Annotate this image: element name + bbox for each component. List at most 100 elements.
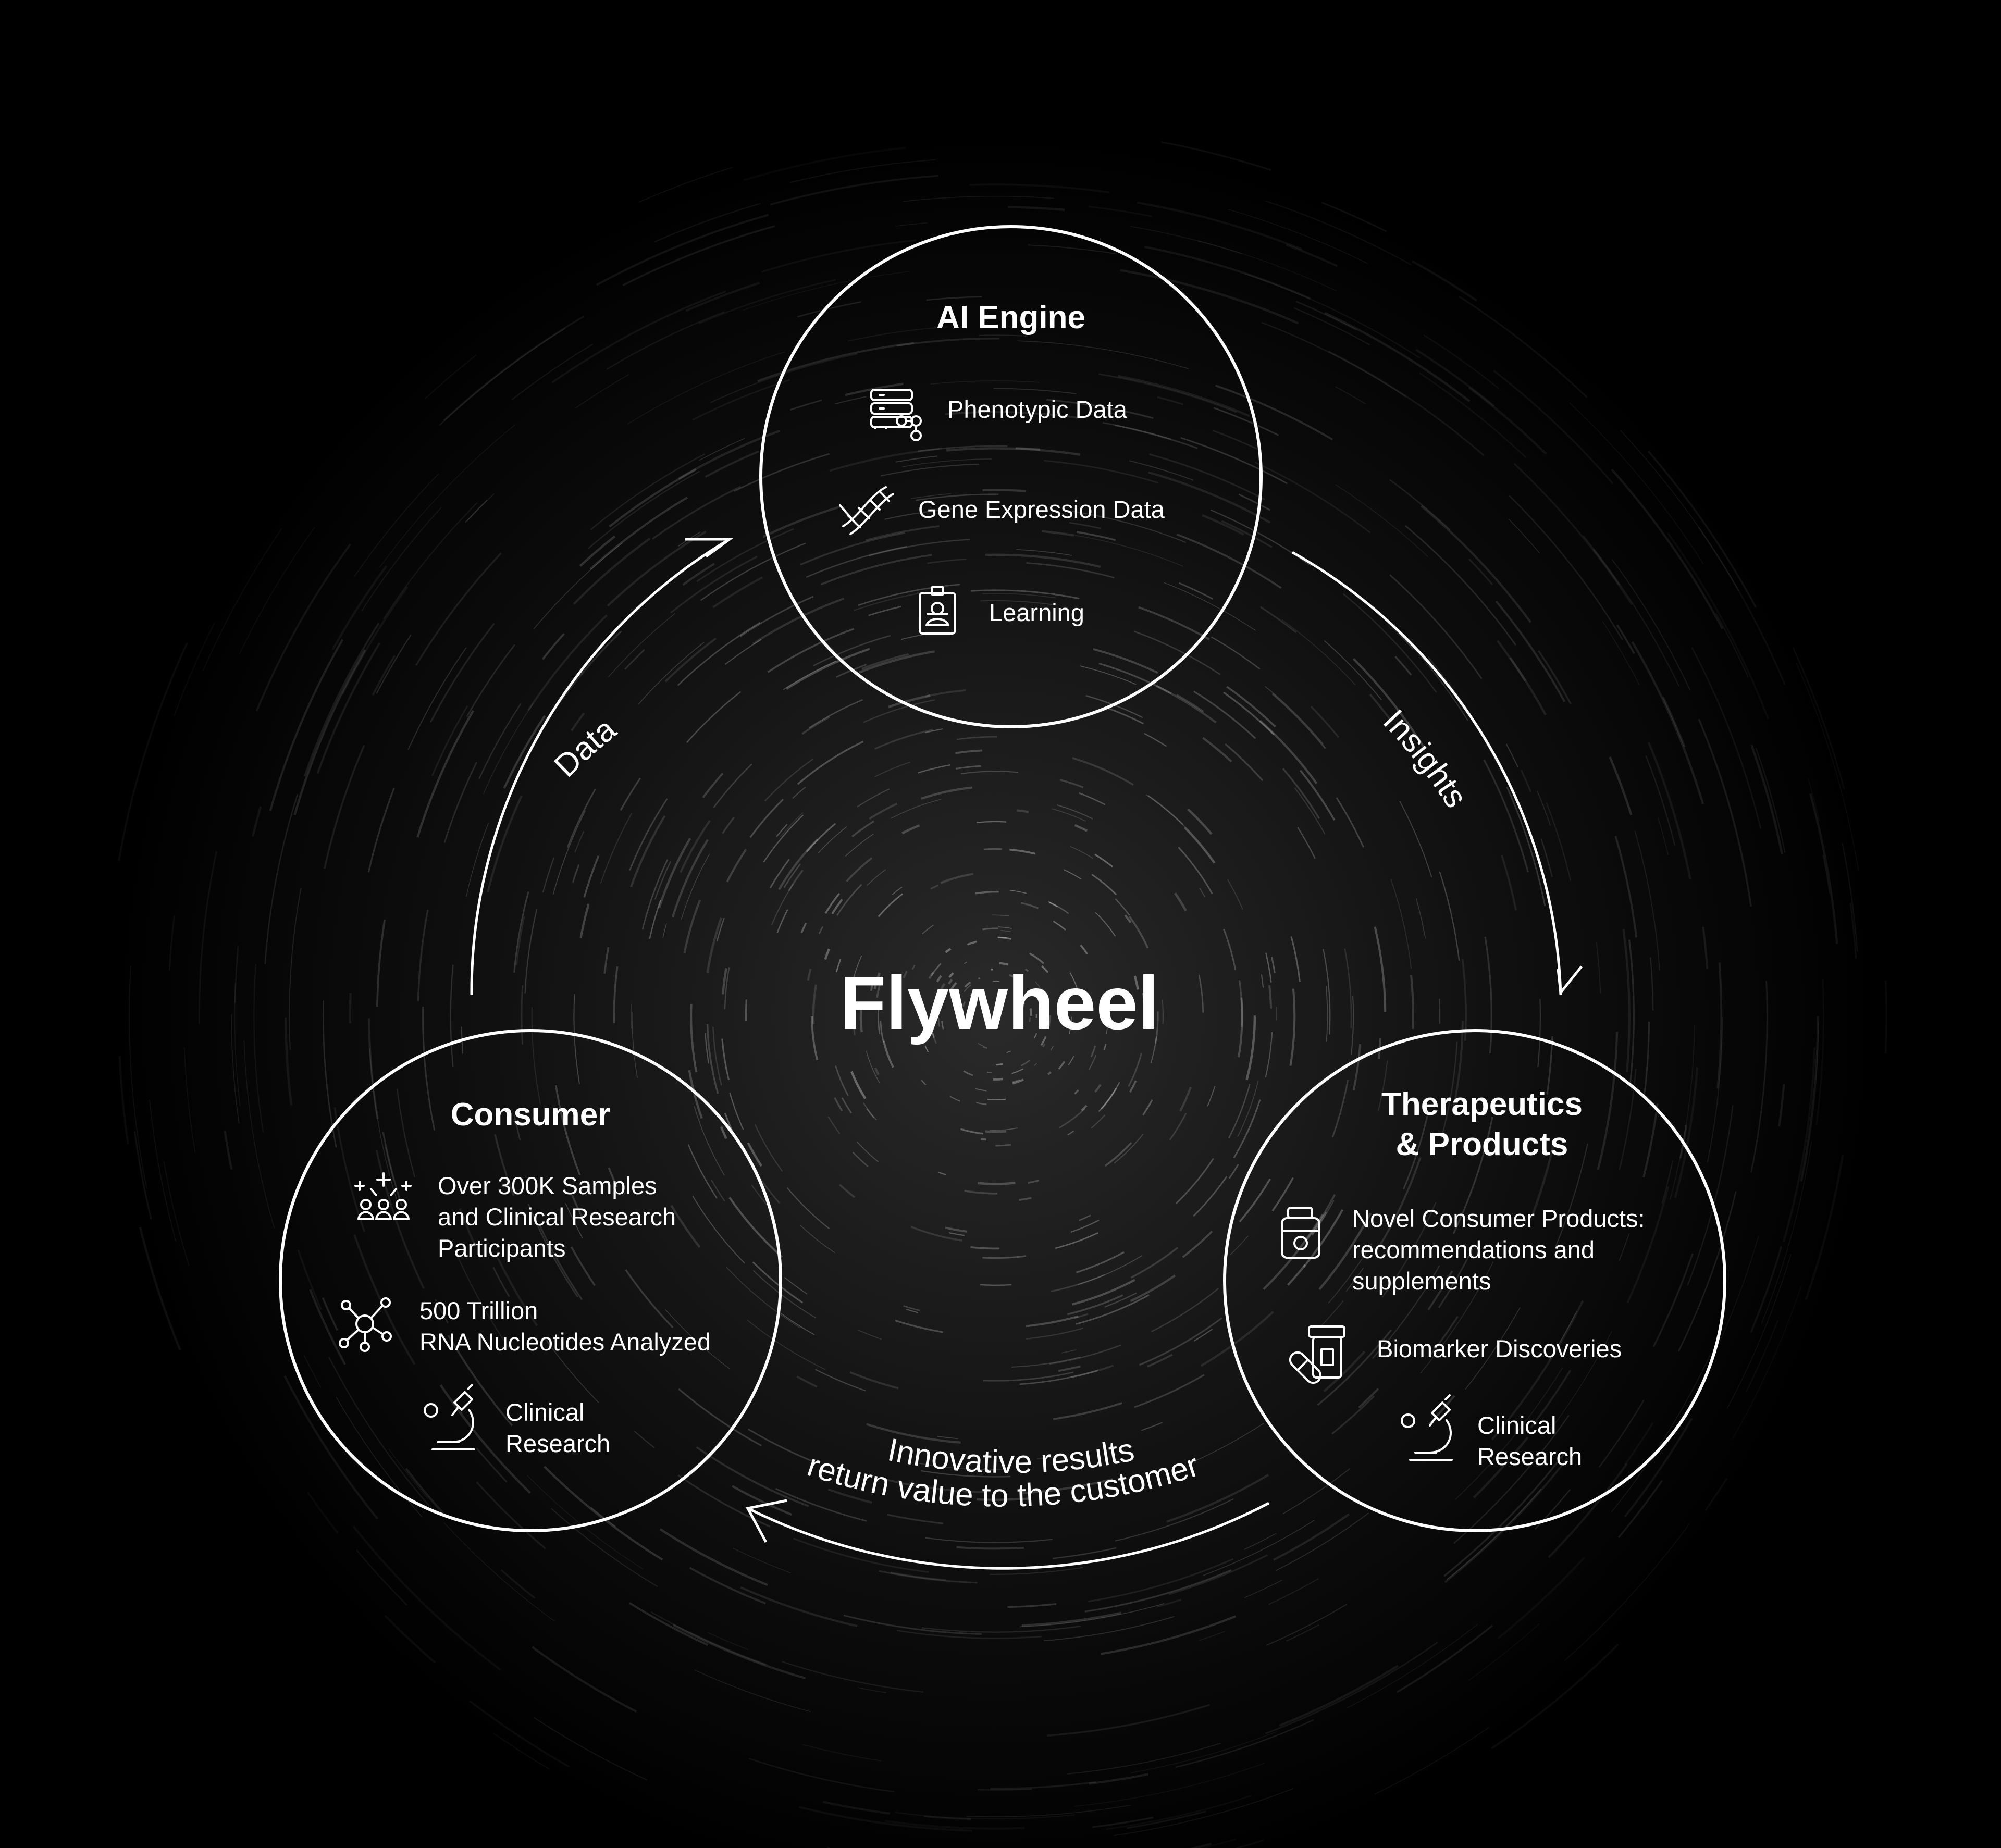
star-trail [1055, 1232, 1098, 1249]
star-trail [1091, 874, 1117, 896]
star-trail [551, 1508, 658, 1587]
star-trail [1282, 768, 1320, 820]
consumer-item-2-line-1: 500 Trillion [419, 1297, 538, 1324]
star-trail [788, 870, 804, 891]
star-trail [285, 1017, 293, 1106]
star-trail [1146, 1354, 1173, 1368]
star-trail [1626, 1186, 1670, 1304]
star-trail [869, 802, 898, 820]
star-trail [712, 1026, 722, 1086]
star-trail [565, 1203, 583, 1238]
consumer-item-3-line-1: Clinical [505, 1398, 585, 1426]
star-trail [926, 296, 982, 301]
star-trail [978, 1181, 1016, 1185]
star-trail [827, 1116, 841, 1134]
star-trail [234, 946, 239, 1003]
star-trail [705, 450, 759, 478]
star-trail [407, 647, 467, 750]
star-trail [780, 1312, 815, 1335]
star-trail [998, 936, 1012, 940]
star-trail [956, 765, 981, 770]
star-trail [725, 639, 762, 665]
star-trail [1008, 206, 1065, 212]
star-trail [1547, 1331, 1612, 1434]
star-trail [527, 614, 608, 711]
star-trail [712, 576, 763, 609]
star-trail [754, 1124, 783, 1172]
star-trail [1698, 718, 1752, 907]
star-trail [961, 771, 1019, 775]
star-trail [1378, 1157, 1422, 1247]
star-trail [629, 815, 666, 888]
star-trail [466, 493, 495, 522]
star-trail [1335, 386, 1366, 405]
star-trail [322, 1297, 339, 1331]
star-trail [1046, 399, 1154, 419]
star-trail [692, 379, 790, 421]
star-trail [949, 1096, 960, 1102]
star-trail [748, 1757, 895, 1793]
star-trail [1259, 606, 1297, 634]
star-trail [720, 1126, 727, 1139]
star-trail [863, 699, 935, 723]
star-trail [1069, 1016, 1072, 1034]
star-trail [1199, 887, 1206, 898]
star-trail [930, 884, 939, 890]
star-trail [1033, 1033, 1037, 1039]
star-trail [293, 649, 366, 815]
star-trail [1548, 1463, 1628, 1558]
star-trail [415, 552, 502, 666]
star-trail [224, 1131, 233, 1170]
star-trail [846, 857, 873, 882]
star-trail [948, 972, 954, 978]
star-trail [1053, 1402, 1122, 1420]
star-trail [683, 899, 701, 954]
star-trail [1142, 993, 1145, 1007]
star-trail [1047, 1071, 1052, 1075]
star-trail [1265, 686, 1324, 745]
star-trail [870, 977, 876, 991]
star-trail [885, 1478, 985, 1494]
star-trail [572, 864, 580, 883]
star-trail [361, 507, 442, 612]
star-trail [1420, 1261, 1494, 1374]
star-trail [999, 962, 1009, 966]
star-trail [1328, 1243, 1373, 1304]
star-trail [1009, 848, 1036, 855]
star-trail [1299, 770, 1336, 821]
star-trail [1070, 1219, 1100, 1233]
star-trail [1336, 797, 1365, 848]
therapeutics-node: Therapeutics & Products Novel Consumer P… [1223, 1029, 1726, 1532]
star-trail [724, 967, 730, 1010]
star-trail [1454, 1367, 1563, 1500]
star-trail [1254, 461, 1371, 534]
star-trail [1415, 898, 1426, 939]
star-trail [1200, 1311, 1274, 1367]
star-trail [895, 1319, 944, 1333]
star-trail [824, 892, 841, 914]
star-trail [1019, 1370, 1098, 1385]
star-trail [778, 838, 819, 890]
star-trail [1092, 1816, 1154, 1828]
star-trail [1026, 1328, 1084, 1340]
star-trail [1176, 694, 1204, 713]
star-trail [1468, 386, 1547, 455]
star-trail [786, 648, 870, 690]
consumer-title: Consumer [451, 1097, 611, 1133]
star-trail [971, 589, 1080, 600]
star-trail [878, 893, 904, 917]
star-trail [979, 334, 1028, 337]
star-trail [638, 641, 705, 705]
star-trail [1077, 531, 1116, 541]
data-arrow-head [685, 538, 734, 558]
star-trail [1628, 939, 1635, 1084]
star-trail [1142, 1099, 1153, 1115]
star-trail [573, 537, 651, 605]
star-trail [149, 1099, 177, 1242]
star-trail [813, 635, 891, 667]
star-trail [1444, 1457, 1568, 1583]
star-trail [583, 855, 600, 898]
star-trail [1047, 901, 1069, 914]
star-trail [688, 1070, 703, 1119]
star-trail [1182, 1230, 1213, 1258]
